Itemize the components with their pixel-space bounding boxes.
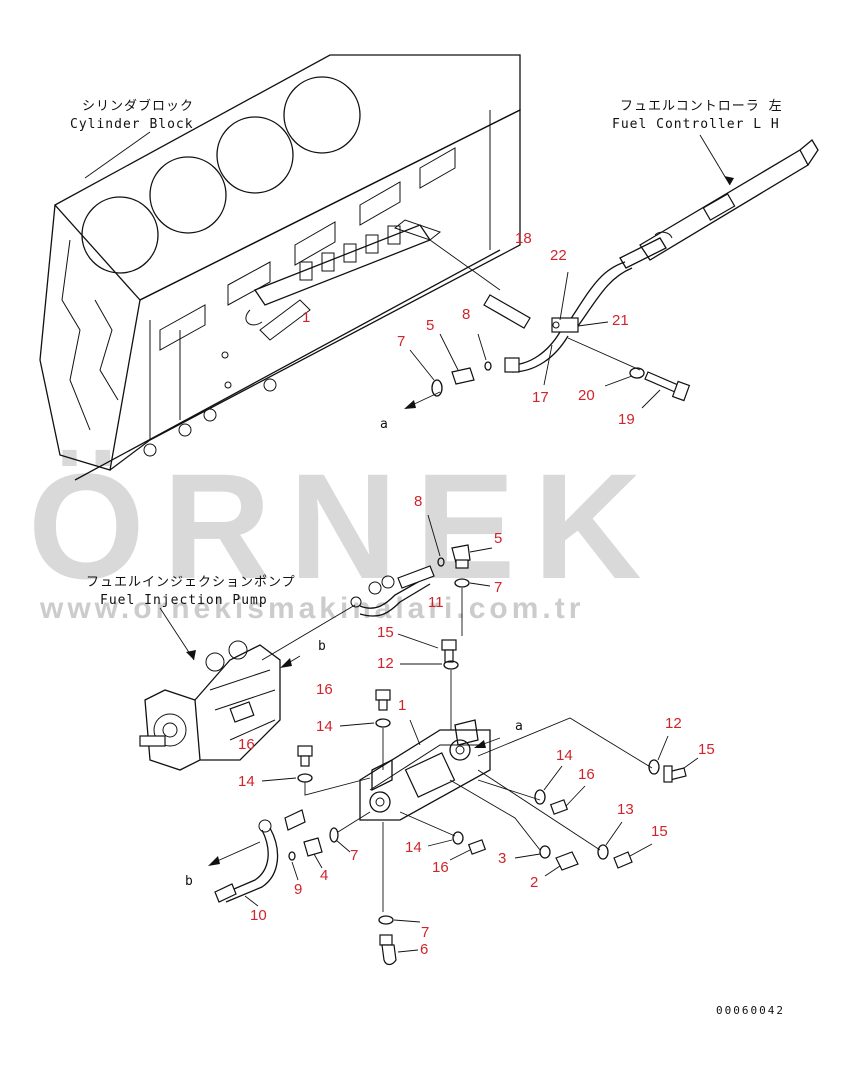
watermark-url: www.ornekismakinalari.com.tr bbox=[39, 592, 584, 625]
callout-2: 2 bbox=[530, 874, 538, 891]
cylinder-block bbox=[39, 54, 521, 481]
callout-3: 3 bbox=[498, 850, 506, 867]
callout-20: 20 bbox=[578, 387, 595, 404]
cylinder-block-label: シリンダブロック Cylinder Block bbox=[70, 98, 194, 179]
callout-15-right: 15 bbox=[698, 741, 715, 758]
pipe-10 bbox=[214, 819, 279, 903]
oring-8-top bbox=[484, 361, 492, 371]
callout-16-right: 16 bbox=[578, 766, 595, 783]
fuel-controller-label: フュエルコントローラ 左 Fuel Controller L H bbox=[612, 99, 783, 186]
clamp-21-22 bbox=[551, 317, 579, 333]
washer-12-right bbox=[648, 759, 660, 775]
fuel-controller-label-jp: フュエルコントローラ 左 bbox=[620, 99, 783, 114]
hose-17 bbox=[504, 331, 569, 373]
view-b-top: b bbox=[318, 639, 327, 654]
oring-9 bbox=[288, 851, 296, 861]
elbow-5-top bbox=[451, 367, 475, 385]
callout-1-block: 1 bbox=[302, 309, 310, 326]
callout-12-right: 12 bbox=[665, 715, 682, 732]
elbow-6 bbox=[379, 934, 397, 966]
bolt-16-right bbox=[549, 799, 569, 815]
gasket-14-mid bbox=[375, 718, 391, 728]
drawing-code: 00060042 bbox=[716, 1004, 785, 1017]
callout-16-mid: 16 bbox=[316, 681, 333, 698]
callout-12-mid: 12 bbox=[377, 655, 394, 672]
bolt-19 bbox=[644, 371, 691, 402]
view-a-top: a bbox=[380, 417, 389, 432]
pipe-11 bbox=[350, 565, 435, 617]
callout-7-mid: 7 bbox=[494, 579, 502, 596]
fuel-pump-label: フュエルインジェクションポンプ Fuel Injection Pump bbox=[86, 575, 296, 661]
fuel-controller bbox=[569, 139, 819, 327]
callout-5-top: 5 bbox=[426, 317, 434, 334]
bolt-2 bbox=[555, 851, 579, 871]
bolt-15-mid bbox=[441, 639, 457, 663]
callout-7-bottom: 7 bbox=[421, 924, 429, 941]
fuel-injection-pump bbox=[139, 640, 281, 771]
cylinder-block-label-en: Cylinder Block bbox=[70, 117, 194, 132]
fuel-pump-label-jp: フュエルインジェクションポンプ bbox=[86, 575, 296, 590]
arrow-a-top bbox=[404, 391, 441, 409]
bolt-15-low bbox=[613, 851, 633, 869]
arrow-b-top bbox=[280, 655, 301, 668]
washer-20 bbox=[629, 367, 645, 379]
fuel-controller-label-en: Fuel Controller L H bbox=[612, 117, 780, 132]
callout-13: 13 bbox=[617, 801, 634, 818]
callout-14-mid: 14 bbox=[316, 718, 333, 735]
gasket-13 bbox=[597, 844, 609, 860]
cylinder-block-label-jp: シリンダブロック bbox=[82, 98, 194, 114]
callout-10: 10 bbox=[250, 907, 267, 924]
washer-12-mid bbox=[443, 660, 459, 670]
gasket-7-top bbox=[431, 379, 443, 397]
gasket-14-low bbox=[452, 831, 464, 845]
view-a-mid: a bbox=[515, 719, 524, 734]
fitting-4 bbox=[303, 837, 323, 857]
view-b-low: b bbox=[185, 874, 194, 889]
elbow-5-mid bbox=[451, 544, 471, 569]
gasket-7-bottom bbox=[378, 915, 394, 925]
washer-3 bbox=[539, 845, 551, 859]
callout-22: 22 bbox=[550, 247, 567, 264]
watermark: ÖRNEK www.ornekismakinalari.com.tr bbox=[28, 442, 660, 625]
callout-17: 17 bbox=[532, 389, 549, 406]
callout-18: 18 bbox=[515, 230, 532, 247]
callout-15-low: 15 bbox=[651, 823, 668, 840]
callout-21: 21 bbox=[612, 312, 629, 329]
callout-1-mid: 1 bbox=[398, 697, 406, 714]
callout-6: 6 bbox=[420, 941, 428, 958]
fuel-pump-label-en: Fuel Injection Pump bbox=[100, 593, 268, 608]
fitting-left bbox=[284, 809, 306, 831]
callout-16-left: 16 bbox=[238, 736, 255, 753]
callout-14-low: 14 bbox=[405, 839, 422, 856]
callout-14-right: 14 bbox=[556, 747, 573, 764]
bolt-16-low bbox=[467, 839, 487, 855]
filter-housing bbox=[359, 719, 491, 821]
gasket-7-mid bbox=[454, 578, 470, 588]
gasket-14-left bbox=[297, 773, 313, 783]
callout-15-mid: 15 bbox=[377, 624, 394, 641]
gasket-14-right bbox=[534, 789, 546, 805]
callout-7-top: 7 bbox=[397, 333, 405, 350]
watermark-brand: ÖRNEK bbox=[28, 442, 660, 610]
callout-8-mid: 8 bbox=[414, 493, 422, 510]
bolt-16-mid bbox=[375, 689, 391, 711]
callout-5-mid: 5 bbox=[494, 530, 502, 547]
arrow-b-low bbox=[208, 841, 261, 866]
callout-4: 4 bbox=[320, 867, 328, 884]
bolt-15-right bbox=[663, 765, 687, 783]
callout-16-low: 16 bbox=[432, 859, 449, 876]
callout-8-top: 8 bbox=[462, 306, 470, 323]
callout-19: 19 bbox=[618, 411, 635, 428]
callout-11: 11 bbox=[428, 594, 444, 611]
oring-8-mid bbox=[437, 557, 445, 567]
bolt-16-left bbox=[297, 745, 313, 767]
gasket-7-low bbox=[329, 827, 339, 843]
callout-14-left: 14 bbox=[238, 773, 255, 790]
callout-9: 9 bbox=[294, 881, 302, 898]
pipe-18 bbox=[483, 294, 531, 329]
arrow-a-mid bbox=[474, 737, 501, 748]
callout-7-low: 7 bbox=[350, 847, 358, 864]
